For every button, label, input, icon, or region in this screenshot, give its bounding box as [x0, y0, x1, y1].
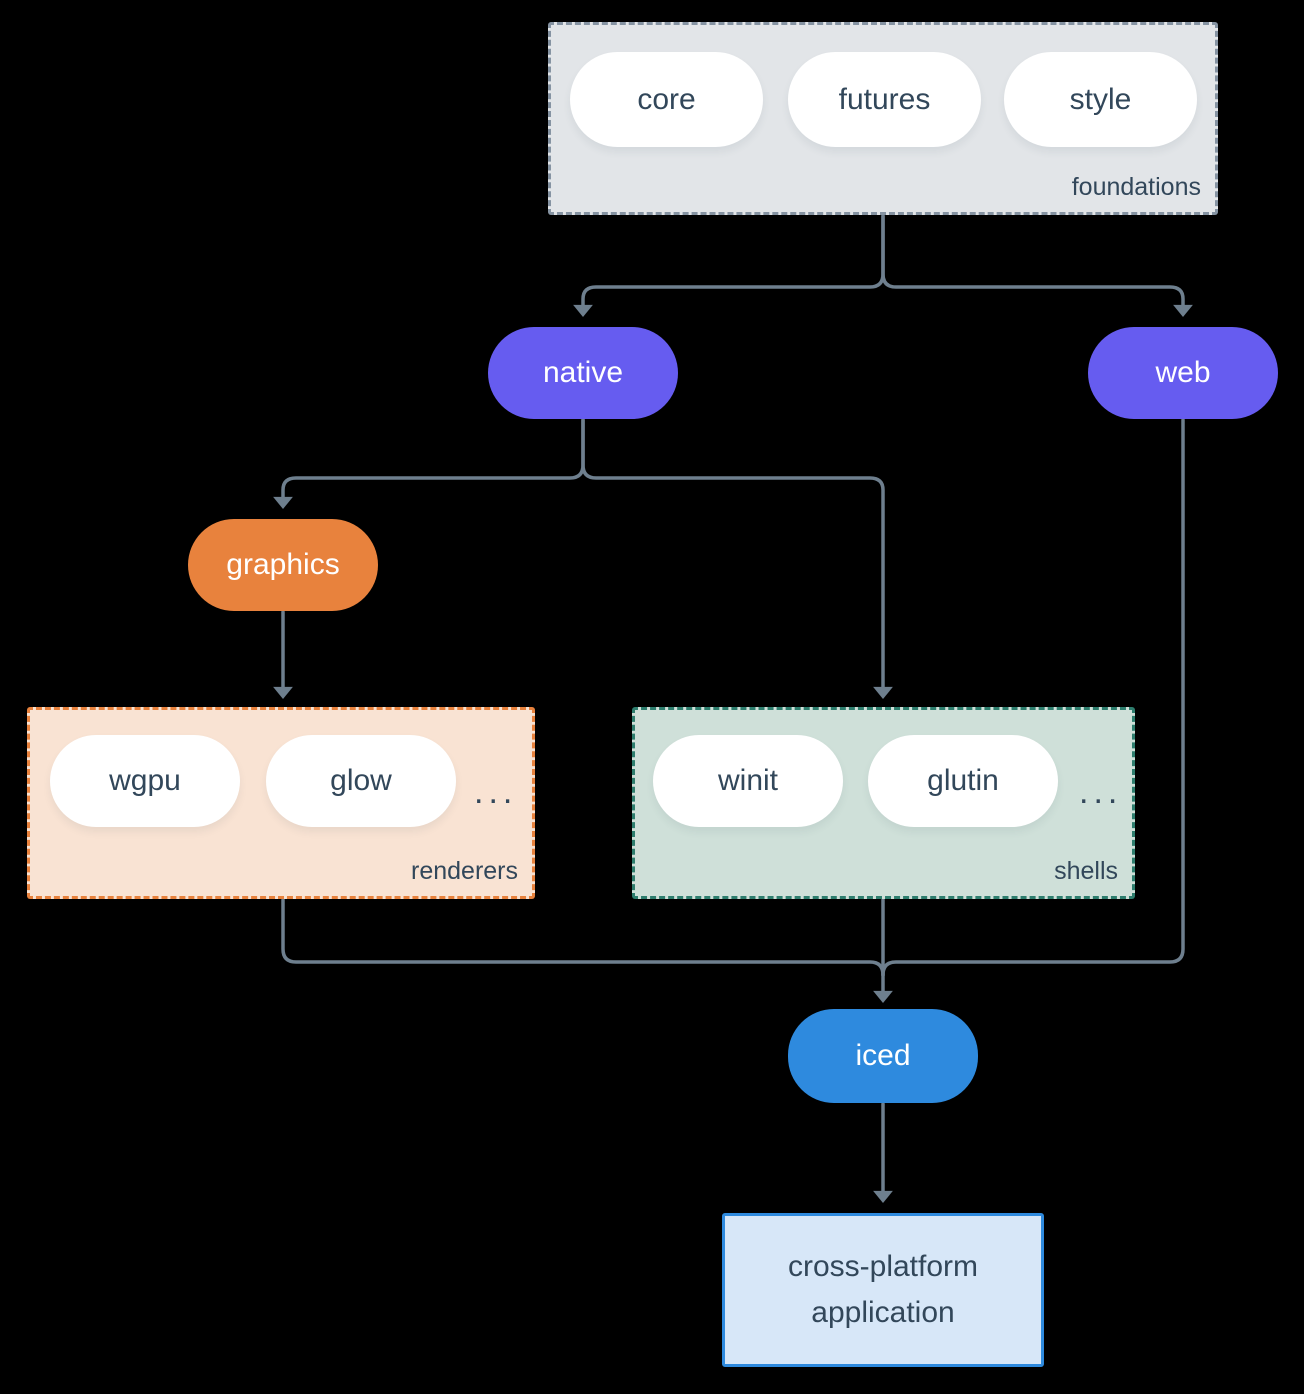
node-graphics-label: graphics: [226, 548, 340, 581]
shells-more-ellipsis: ...: [1079, 773, 1123, 811]
crate-glutin-label: glutin: [927, 764, 999, 797]
crate-wgpu: wgpu: [50, 735, 240, 827]
crate-futures: futures: [788, 52, 981, 147]
crate-glow: glow: [266, 735, 456, 827]
crate-style-label: style: [1069, 82, 1132, 116]
edge-native-shells: [581, 418, 893, 699]
crate-wgpu-label: wgpu: [109, 764, 181, 797]
node-native: native: [488, 327, 678, 419]
edge-renderers-merge: [281, 898, 885, 977]
edge-native-graphics: [273, 418, 585, 509]
application-box-label: cross-platform application: [787, 1250, 979, 1329]
node-iced: iced: [788, 1009, 978, 1103]
shells-group-label: shells: [1054, 857, 1118, 885]
crate-style: style: [1004, 52, 1197, 147]
shells-group: winit glutin ... shells: [632, 707, 1135, 899]
foundations-group: core futures style foundations: [548, 22, 1218, 215]
edge-foundations-web: [881, 214, 1193, 317]
node-native-label: native: [542, 356, 624, 389]
node-graphics: graphics: [188, 519, 378, 611]
crate-core-label: core: [637, 82, 696, 116]
crate-core: core: [570, 52, 763, 147]
crate-futures-label: futures: [838, 82, 931, 116]
renderers-more-ellipsis: ...: [474, 773, 518, 811]
node-web-label: web: [1155, 356, 1211, 389]
foundations-group-label: foundations: [1071, 173, 1201, 201]
renderers-group-label: renderers: [411, 857, 518, 885]
crate-winit: winit: [653, 735, 843, 827]
crate-glutin: glutin: [868, 735, 1058, 827]
crate-winit-label: winit: [717, 764, 778, 797]
node-web: web: [1088, 327, 1278, 419]
renderers-group: wgpu glow ... renderers: [27, 707, 535, 899]
node-iced-label: iced: [855, 1039, 911, 1072]
application-box: cross-platform application: [722, 1213, 1044, 1367]
edge-foundations-native: [573, 214, 885, 317]
crate-glow-label: glow: [330, 764, 392, 797]
